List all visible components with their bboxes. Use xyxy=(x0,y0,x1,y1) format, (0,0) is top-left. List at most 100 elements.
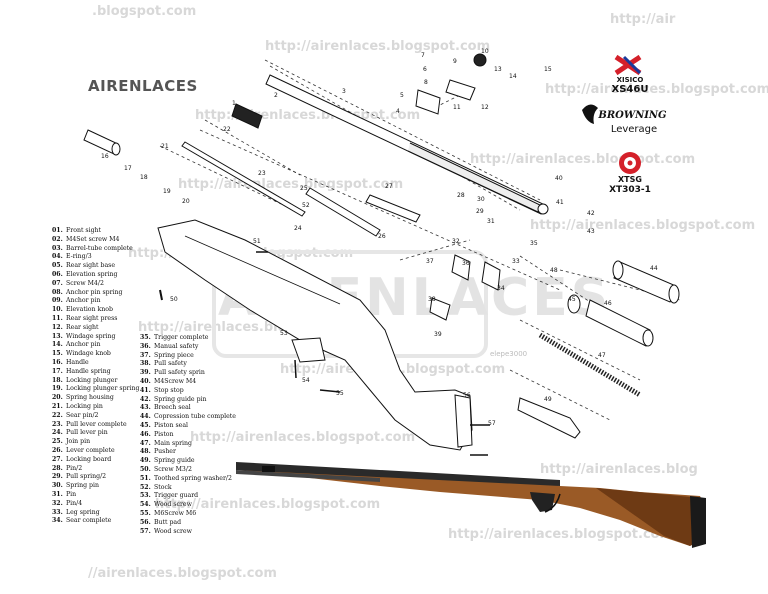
legend-number: 13. xyxy=(52,332,63,340)
legend-row: 26.Lever complete xyxy=(52,447,139,456)
part-number-label: 24 xyxy=(294,225,302,232)
legend-row: 38.Pull safety xyxy=(140,360,236,369)
legend-number: 12. xyxy=(52,323,63,331)
legend-part-name: Pin/2 xyxy=(66,464,83,472)
legend-number: 51. xyxy=(140,474,151,482)
legend-part-name: Pull lever pin xyxy=(66,429,108,437)
small-watermark: elepe3000 xyxy=(490,350,528,358)
watermark-text: http://airenlaces.blogspot.com xyxy=(530,218,756,233)
legend-row: 16.Handle xyxy=(52,359,139,368)
part-number-label: 25 xyxy=(300,185,308,192)
part-number-label: 31 xyxy=(487,218,495,225)
legend-part-name: Pull safety xyxy=(154,360,187,368)
part-number-label: 23 xyxy=(258,170,266,177)
legend-row: 49.Spring guide xyxy=(140,457,236,466)
legend-number: 42. xyxy=(140,395,151,403)
legend-row: 13.Windage spring xyxy=(52,333,139,342)
legend-row: 05.Rear sight base xyxy=(52,262,139,271)
legend-part-name: M6Screw M6 xyxy=(154,509,197,517)
part-number-label: 38 xyxy=(428,296,436,303)
part-number-label: 2 xyxy=(274,92,278,99)
part-number-label: 16 xyxy=(101,153,109,160)
legend-part-name: Piston seal xyxy=(154,421,188,429)
legend-row: 34.Sear complete xyxy=(52,517,139,526)
part-number-label: 22 xyxy=(223,126,231,133)
legend-number: 16. xyxy=(52,358,63,366)
legend-row: 40.M4Screw M4 xyxy=(140,378,236,387)
legend-number: 31. xyxy=(52,490,63,498)
legend-number: 19. xyxy=(52,385,63,393)
legend-number: 11. xyxy=(52,314,63,322)
legend-row: 39.Pull safety sprin xyxy=(140,369,236,378)
legend-row: 15.Windage knob xyxy=(52,350,139,359)
legend-part-name: Rear sight press xyxy=(66,314,118,322)
legend-number: 38. xyxy=(140,360,151,368)
part-number-label: 44 xyxy=(650,265,658,272)
legend-number: 55. xyxy=(140,509,151,517)
legend-part-name: Leg spring xyxy=(66,508,100,516)
legend-part-name: Breech seal xyxy=(154,404,191,412)
legend-part-name: Lever complete xyxy=(66,446,115,454)
legend-row: 07.Screw M4/2 xyxy=(52,280,139,289)
legend-number: 35. xyxy=(140,334,151,341)
legend-row: 56.Butt pad xyxy=(140,519,236,528)
legend-part-name: Sear complete xyxy=(66,517,112,525)
legend-row: 14.Anchor pin xyxy=(52,341,139,350)
part-number-label: 18 xyxy=(140,174,148,181)
legend-part-name: Windage spring xyxy=(66,332,116,340)
legend-row: 24.Pull lever pin xyxy=(52,429,139,438)
watermark-text: http://air xyxy=(610,12,676,27)
part-number-label: 29 xyxy=(476,208,484,215)
legend-number: 22. xyxy=(52,411,63,419)
part-number-label: 7 xyxy=(421,52,425,59)
part-number-label: 4 xyxy=(396,108,400,115)
part-number-label: 48 xyxy=(550,267,558,274)
legend-number: 15. xyxy=(52,350,63,358)
watermark-text: http://airenlaces.blogspot.com xyxy=(545,82,768,97)
legend-row: 04.E-ring/3 xyxy=(52,253,139,262)
legend-part-name: Join pin xyxy=(66,438,91,446)
legend-row: 09.Anchor pin xyxy=(52,297,139,306)
legend-number: 27. xyxy=(52,455,63,463)
legend-part-name: Spring housing xyxy=(66,394,114,402)
part-number-label: 17 xyxy=(124,165,132,172)
legend-number: 06. xyxy=(52,270,63,278)
legend-row: 20.Spring housing xyxy=(52,394,139,403)
legend-number: 36. xyxy=(140,342,151,350)
legend-number: 08. xyxy=(52,288,63,296)
part-number-label: 33 xyxy=(512,258,520,265)
legend-number: 37. xyxy=(140,351,151,359)
part-number-label: 28 xyxy=(457,192,465,199)
legend-part-name: Locking plunger spring xyxy=(66,385,140,393)
legend-row: 23.Pull lever complete xyxy=(52,421,139,430)
watermark-text: http://airenlaces.blogspot.com xyxy=(155,497,381,512)
legend-part-name: Elevation spring xyxy=(66,270,118,278)
legend-number: 44. xyxy=(140,413,151,421)
legend-number: 33. xyxy=(52,508,63,516)
part-number-label: 49 xyxy=(544,396,552,403)
part-number-label: 8 xyxy=(424,79,428,86)
legend-row: 50.Screw M3/2 xyxy=(140,466,236,475)
part-number-label: 20 xyxy=(182,198,190,205)
legend-number: 30. xyxy=(52,482,63,490)
part-number-label: 37 xyxy=(426,258,434,265)
part-number-label: 56 xyxy=(463,392,471,399)
legend-row: 47.Main spring xyxy=(140,440,236,449)
legend-row: 43.Breech seal xyxy=(140,404,236,413)
legend-number: 26. xyxy=(52,446,63,454)
legend-row: 10.Elevation knob xyxy=(52,306,139,315)
part-number-label: 15 xyxy=(544,66,552,73)
brand-xtsg-model: XT303-1 xyxy=(609,185,651,195)
part-number-label: 32 xyxy=(452,238,460,245)
legend-part-name: Windage knob xyxy=(66,350,111,358)
legend-part-name: Pull spring/2 xyxy=(66,473,107,481)
legend-part-name: Manual safety xyxy=(154,342,199,350)
watermark-text: http://airenlaces.blogspot.com xyxy=(448,527,674,542)
legend-number: 20. xyxy=(52,394,63,402)
part-number-label: 53 xyxy=(280,330,288,337)
xisico-logo xyxy=(614,54,642,76)
part-number-label: 35 xyxy=(530,240,538,247)
part-number-label: 3 xyxy=(342,88,346,95)
